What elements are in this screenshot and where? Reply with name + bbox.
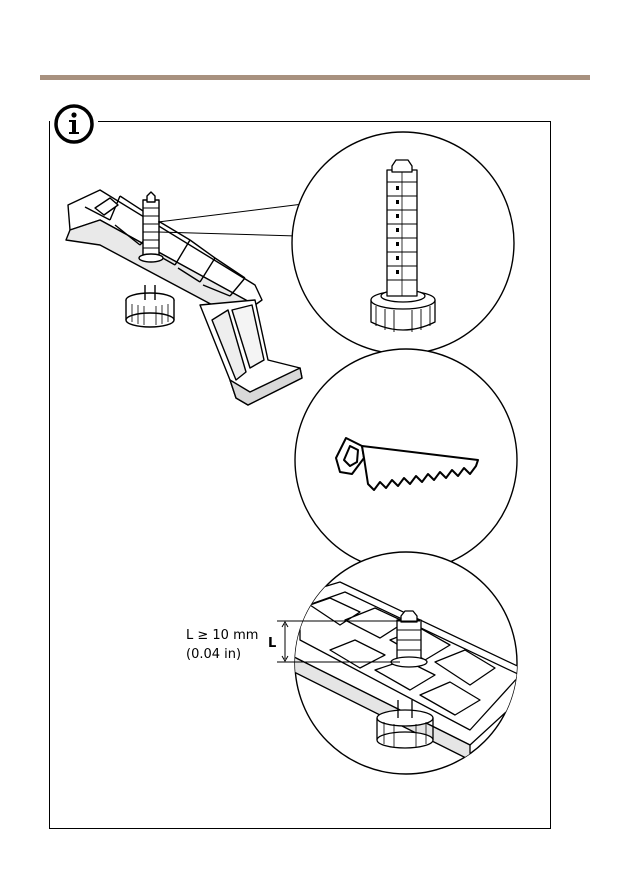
- info-badge: [50, 100, 98, 148]
- dimension-label: L: [268, 636, 276, 651]
- length-requirement-metric: L ≥ 10 mm: [186, 626, 258, 645]
- length-requirement: L ≥ 10 mm (0.04 in): [186, 626, 258, 664]
- saw-icon: [295, 349, 517, 571]
- spindle-detail: [292, 132, 514, 354]
- base-leg-illustration: [66, 190, 303, 405]
- length-requirement-imperial: (0.04 in): [186, 645, 258, 664]
- info-icon: [50, 100, 98, 148]
- trimmed-spindle-detail: [277, 552, 530, 774]
